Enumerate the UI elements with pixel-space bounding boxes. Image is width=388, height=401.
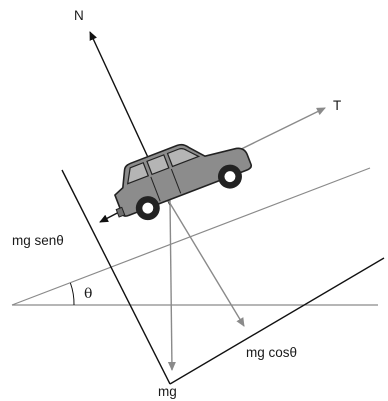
label-perpendicular-component: mg cosθ [246, 345, 297, 360]
car-rear-wheel [135, 196, 160, 221]
perpendicular-axis-left [61, 169, 171, 385]
weight-arrow [167, 199, 176, 371]
label-parallel-component: mg senθ [12, 233, 64, 248]
incline-surface-line [11, 167, 371, 306]
car-door-line [170, 168, 182, 194]
perpendicular-component-arrow [167, 199, 245, 327]
car-front-wheel [217, 164, 242, 189]
car-window-front [166, 148, 201, 168]
car-window-middle [146, 154, 170, 176]
parallel-axis-bottom [169, 257, 385, 385]
label-normal-force: N [74, 8, 84, 23]
car-door-line [150, 176, 161, 202]
label-weight: mg [158, 384, 177, 399]
car-illustration [113, 143, 253, 221]
label-tension: T [333, 98, 341, 113]
car-rear-bumper [115, 206, 126, 218]
car-window-rear [126, 161, 150, 185]
angle-arc [69, 282, 75, 306]
label-theta: θ [84, 286, 92, 302]
